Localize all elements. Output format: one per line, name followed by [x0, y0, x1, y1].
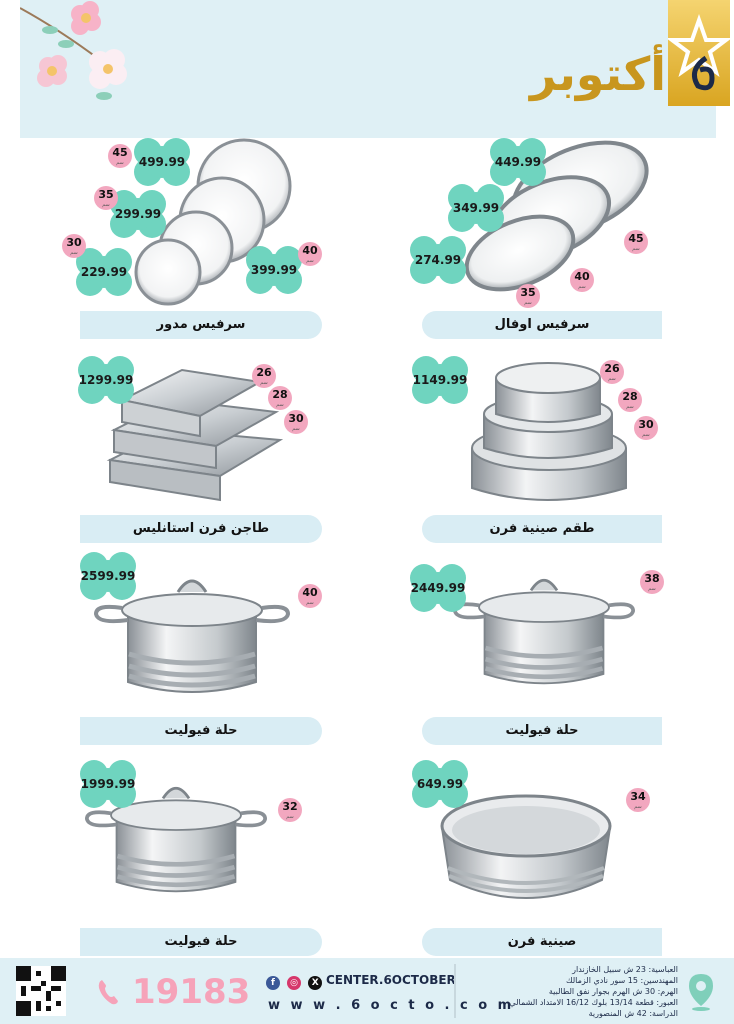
- website-link[interactable]: w w w . 6 o c t o . c o m: [268, 998, 515, 1013]
- price-value: 1999.99: [80, 777, 136, 791]
- header-banner: أكتوبر: [20, 0, 732, 138]
- price-tag: 399.99: [236, 244, 312, 296]
- instagram-icon[interactable]: ◎: [287, 975, 302, 990]
- pot-image: [452, 578, 636, 685]
- product-label: حلة فيوليت: [422, 717, 662, 745]
- price-tag: 1999.99: [70, 758, 146, 810]
- pan-image: [440, 794, 612, 899]
- product-label: صينية فرن: [422, 928, 662, 956]
- divider: [454, 964, 456, 1018]
- hotline-number[interactable]: 19183: [132, 972, 251, 1012]
- rectangular-trays-image: [106, 368, 284, 502]
- price-tag: 2449.99: [400, 562, 476, 614]
- address-line: العبور: قطعة 13/14 بلوك 16/12 الامتداد ا…: [509, 998, 678, 1007]
- social-handle[interactable]: CENTER.6OCTOBER: [326, 973, 456, 987]
- product-card-oven-pan-34: [436, 780, 734, 980]
- price-tag: 349.99: [438, 182, 514, 234]
- price-value: 449.99: [494, 155, 542, 169]
- price-tag: 274.99: [400, 234, 476, 286]
- product-label: حلة فيوليت: [80, 928, 322, 956]
- product-card-round-serving: [34, 138, 334, 338]
- address-line: العباسية: 23 ش سبيل الخازندار: [572, 965, 678, 974]
- price-tag: 299.99: [100, 188, 176, 240]
- flower-decoration: [20, 1, 127, 100]
- social-icons: f ◎ X: [266, 972, 446, 990]
- price-tag: 1149.99: [402, 354, 478, 406]
- x-icon[interactable]: X: [308, 975, 323, 990]
- price-tag: 499.99: [124, 136, 200, 188]
- star-logo-icon: [666, 13, 732, 91]
- product-label: طاجن فرن استانليس: [80, 515, 322, 543]
- branch-addresses: العباسية: 23 ش سبيل الخازندار المهندسين:…: [470, 964, 678, 1019]
- address-line: المهندسين: 15 سور نادي الزمالك: [565, 976, 678, 985]
- qr-code[interactable]: [16, 966, 66, 1016]
- footer: 19183 f ◎ X CENTER.6OCTOBER w w w . 6 o …: [0, 958, 734, 1024]
- price-value: 274.99: [414, 253, 462, 267]
- price-value: 2599.99: [80, 569, 136, 583]
- product-label: سرفيس اوفال: [422, 311, 662, 339]
- price-tag: 2599.99: [70, 550, 146, 602]
- round-trays-image: [134, 138, 292, 306]
- product-card-violet-pot-40: [92, 570, 392, 770]
- price-tag: 649.99: [402, 758, 478, 810]
- product-label: طقم صينية فرن: [422, 515, 662, 543]
- product-card-oven-pan-set: [466, 358, 734, 558]
- round-pans-image: [471, 362, 627, 501]
- qr-code-icon: [16, 966, 66, 1016]
- price-value: 299.99: [114, 207, 162, 221]
- product-card-violet-pot-32: [76, 778, 376, 978]
- price-tag: 1299.99: [68, 354, 144, 406]
- product-card-violet-pot-38: [444, 570, 734, 770]
- brand-logo: [666, 0, 732, 106]
- price-value: 1149.99: [412, 373, 468, 387]
- phone-icon: [98, 980, 118, 1005]
- pot-image: [93, 579, 291, 693]
- price-value: 229.99: [80, 265, 128, 279]
- price-value: 2449.99: [410, 581, 466, 595]
- price-value: 499.99: [138, 155, 186, 169]
- facebook-icon[interactable]: f: [266, 975, 280, 990]
- price-value: 649.99: [416, 777, 464, 791]
- pot-image: [84, 786, 268, 893]
- price-value: 1299.99: [78, 373, 134, 387]
- product-label: حلة فيوليت: [80, 717, 322, 745]
- price-tag: 229.99: [66, 246, 142, 298]
- address-line: الدراسة: 42 ش المنصورية: [588, 1009, 678, 1018]
- product-label: سرفيس مدور: [80, 311, 322, 339]
- address-line: الهرم: 30 ش الهرم بجوار نفق الطالبية: [548, 987, 678, 996]
- price-tag: 449.99: [480, 136, 556, 188]
- product-card-stainless-tray: [100, 360, 400, 560]
- price-value: 399.99: [250, 263, 298, 277]
- price-value: 349.99: [452, 201, 500, 215]
- brand-name: أكتوبر: [529, 47, 666, 101]
- location-pin-icon: [689, 974, 713, 1011]
